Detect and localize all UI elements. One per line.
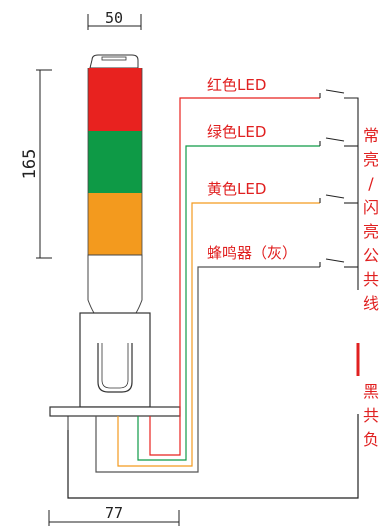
green-led-label: 绿色LED [207, 123, 266, 141]
common-positive-char: 闪 [363, 198, 379, 217]
black-wire [67, 414, 359, 499]
red-segment [88, 68, 142, 131]
green-wire [137, 145, 320, 461]
mount-bracket [79, 312, 151, 408]
yellow-wire [117, 202, 320, 467]
base-width-label: 77 [105, 504, 123, 522]
red-led-label: 红色LED [207, 76, 266, 94]
common-negative-char: 黑 [363, 382, 379, 401]
buzzer-segment [87, 254, 143, 321]
common-positive-char: 亮 [363, 150, 379, 169]
top-width-dimension [87, 14, 142, 30]
common-positive-char: 亮 [363, 222, 379, 241]
gray-wire [95, 266, 320, 473]
common-negative-char: 共 [363, 406, 379, 425]
common-negative-label: 黑 共 负 [363, 382, 379, 449]
common-positive-char: 常 [363, 126, 379, 145]
wires [67, 97, 359, 499]
base-plate [49, 406, 181, 417]
height-label: 165 [20, 149, 40, 180]
switch-contacts [319, 89, 359, 290]
buzzer-label: 蜂鸣器（灰） [207, 244, 297, 262]
top-width-label: 50 [105, 9, 123, 27]
tower-light [49, 54, 181, 430]
height-dimension [36, 69, 52, 259]
common-positive-char: 共 [363, 270, 379, 289]
base-width-dimension [48, 510, 180, 526]
red-wire [149, 97, 320, 456]
common-positive-char: 线 [363, 294, 379, 313]
common-negative-char: 负 [363, 430, 379, 449]
green-segment [88, 131, 142, 193]
u-bolt [97, 343, 133, 393]
common-positive-char: 公 [363, 246, 379, 265]
yellow-segment [88, 193, 142, 255]
common-positive-label: 常 亮 / 闪 亮 公 共 线 [363, 126, 379, 313]
common-positive-char: / [368, 174, 374, 193]
yellow-led-label: 黄色LED [207, 180, 266, 198]
